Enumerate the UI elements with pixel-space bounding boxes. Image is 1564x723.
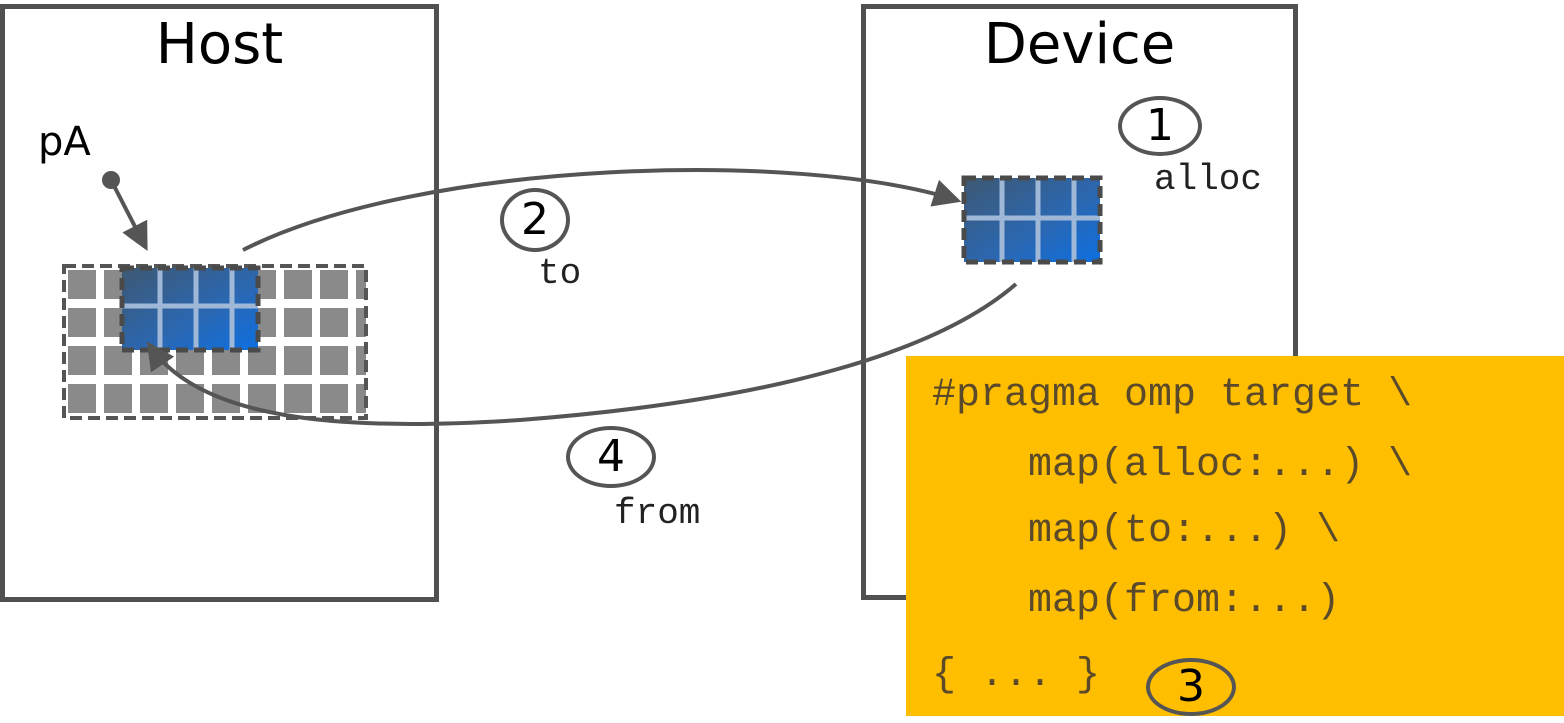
host-title: Host: [155, 12, 284, 77]
code-line-5: { ... }: [932, 653, 1101, 698]
device-title: Device: [983, 12, 1176, 77]
code-line-3: map(to:...) \: [932, 509, 1341, 554]
step-1-label: alloc: [1154, 159, 1263, 200]
step-1-badge: 1: [1118, 96, 1202, 156]
step-2-label: to: [538, 253, 582, 294]
code-line-1: #pragma omp target \: [932, 373, 1413, 418]
code-line-4: map(from:...): [932, 579, 1341, 624]
pointer-label: pA: [38, 119, 91, 165]
step-2-badge: 2: [500, 188, 570, 252]
step-4-badge: 4: [566, 426, 656, 488]
step-3-badge: 3: [1146, 658, 1236, 716]
code-block: #pragma omp target \ map(alloc:...) \ ma…: [906, 356, 1564, 716]
host-panel: Host: [0, 4, 439, 602]
step-4-label: from: [614, 493, 701, 534]
code-line-2: map(alloc:...) \: [932, 443, 1413, 488]
